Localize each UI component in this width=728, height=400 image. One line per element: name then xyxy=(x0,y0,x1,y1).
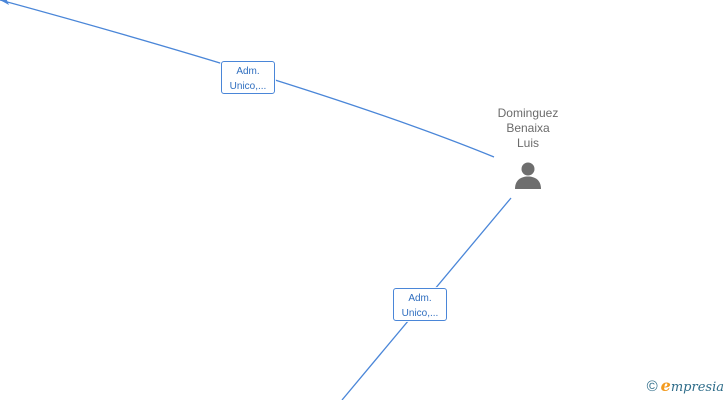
edge-label-lower-line-2: Unico,... xyxy=(401,308,439,319)
brand-logo: e mpresia xyxy=(661,377,724,397)
person-icon xyxy=(515,162,541,189)
brand-initial: e xyxy=(660,376,671,395)
edge-line-upper[interactable] xyxy=(0,0,495,158)
edge-arrowhead xyxy=(0,0,9,5)
copyright-icon: © xyxy=(646,378,658,395)
brand-name: mpresia xyxy=(670,380,724,395)
edge-label-upper-line-1: Adm. xyxy=(236,66,260,77)
person-name-line-1: Dominguez xyxy=(497,106,559,120)
watermark: © e mpresia xyxy=(646,377,724,397)
edge-label-lower[interactable]: Adm. Unico,... xyxy=(393,288,447,321)
person-node[interactable]: Dominguez Benaixa Luis xyxy=(470,106,586,190)
edge-label-upper[interactable]: Adm. Unico,... xyxy=(221,61,275,94)
person-name-line-2: Benaixa xyxy=(506,121,550,135)
person-name: Dominguez Benaixa Luis xyxy=(470,106,586,151)
edge-label-lower-line-1: Adm. xyxy=(408,293,432,304)
edge-label-upper-line-2: Unico,... xyxy=(229,81,267,92)
person-name-line-3: Luis xyxy=(516,136,539,150)
